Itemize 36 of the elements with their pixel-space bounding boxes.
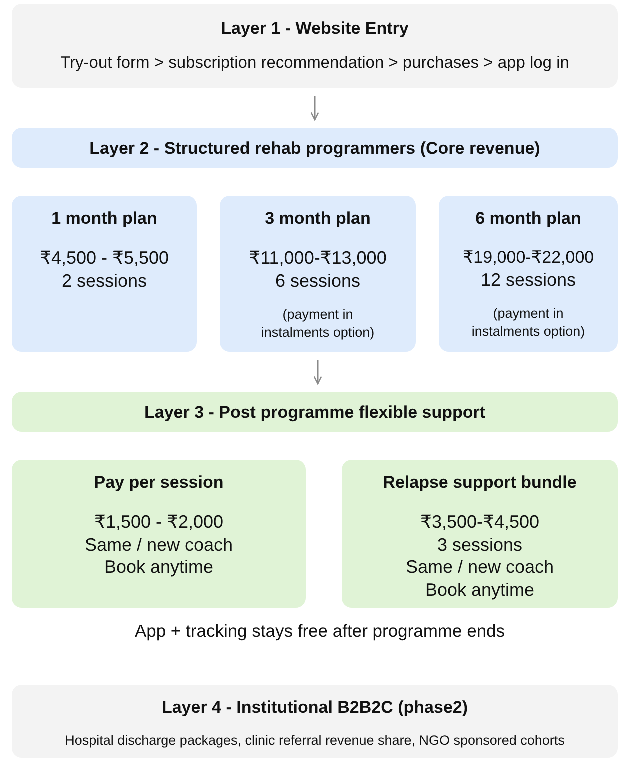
coach-text: Same / new coach <box>406 556 554 579</box>
plan-heading: 1 month plan <box>52 208 158 230</box>
price-text: ₹4,500 - ₹5,500 <box>40 247 169 270</box>
coach-text: Same / new coach <box>84 534 234 556</box>
price-text: ₹11,000-₹13,000 <box>249 247 387 270</box>
booking-text: Book anytime <box>104 556 214 579</box>
plan-heading: 3 month plan <box>265 208 371 230</box>
layer-heading: Layer 3 - Post programme flexible support <box>144 402 486 424</box>
layer-band <box>12 128 618 168</box>
price-text: ₹3,500-₹4,500 <box>420 511 540 534</box>
note-text: App + tracking stays free after programme ends <box>134 621 506 642</box>
layer-heading: Layer 4 - Institutional B2B2C (phase2) <box>162 697 468 718</box>
arrow <box>310 96 320 121</box>
option-heading: Pay per session <box>94 472 224 494</box>
session-count: 12 sessions <box>480 268 576 291</box>
booking-text: Book anytime <box>425 578 535 602</box>
price-text: ₹1,500 - ₹2,000 <box>94 511 224 534</box>
session-count: 6 sessions <box>275 270 361 292</box>
option-card <box>12 460 306 608</box>
channel-text: Hospital discharge packages, clinic referral revenue share, NGO sponsored cohorts <box>65 732 565 750</box>
arrow <box>314 360 322 385</box>
session-count: 2 sessions <box>62 270 148 292</box>
flow-text: Try-out form > subscription recommendation > purchases > app log in <box>60 53 570 74</box>
session-count: 3 sessions <box>437 534 523 556</box>
option-heading: Relapse support bundle <box>383 472 577 494</box>
price-text: ₹19,000-₹22,000 <box>462 247 594 268</box>
layer-band <box>12 392 618 432</box>
payment-note: (payment in instalments option) <box>470 305 586 342</box>
plan-card <box>439 196 618 352</box>
plan-card <box>220 196 416 352</box>
layer-heading: Layer 1 - Website Entry <box>221 18 409 40</box>
layer-heading: Layer 2 - Structured rehab programmers (Core revenue) <box>90 138 540 160</box>
payment-note: (payment in instalments option) <box>260 306 376 342</box>
plan-card <box>12 196 197 352</box>
option-card <box>342 460 618 608</box>
plan-heading: 6 month plan <box>476 208 582 230</box>
